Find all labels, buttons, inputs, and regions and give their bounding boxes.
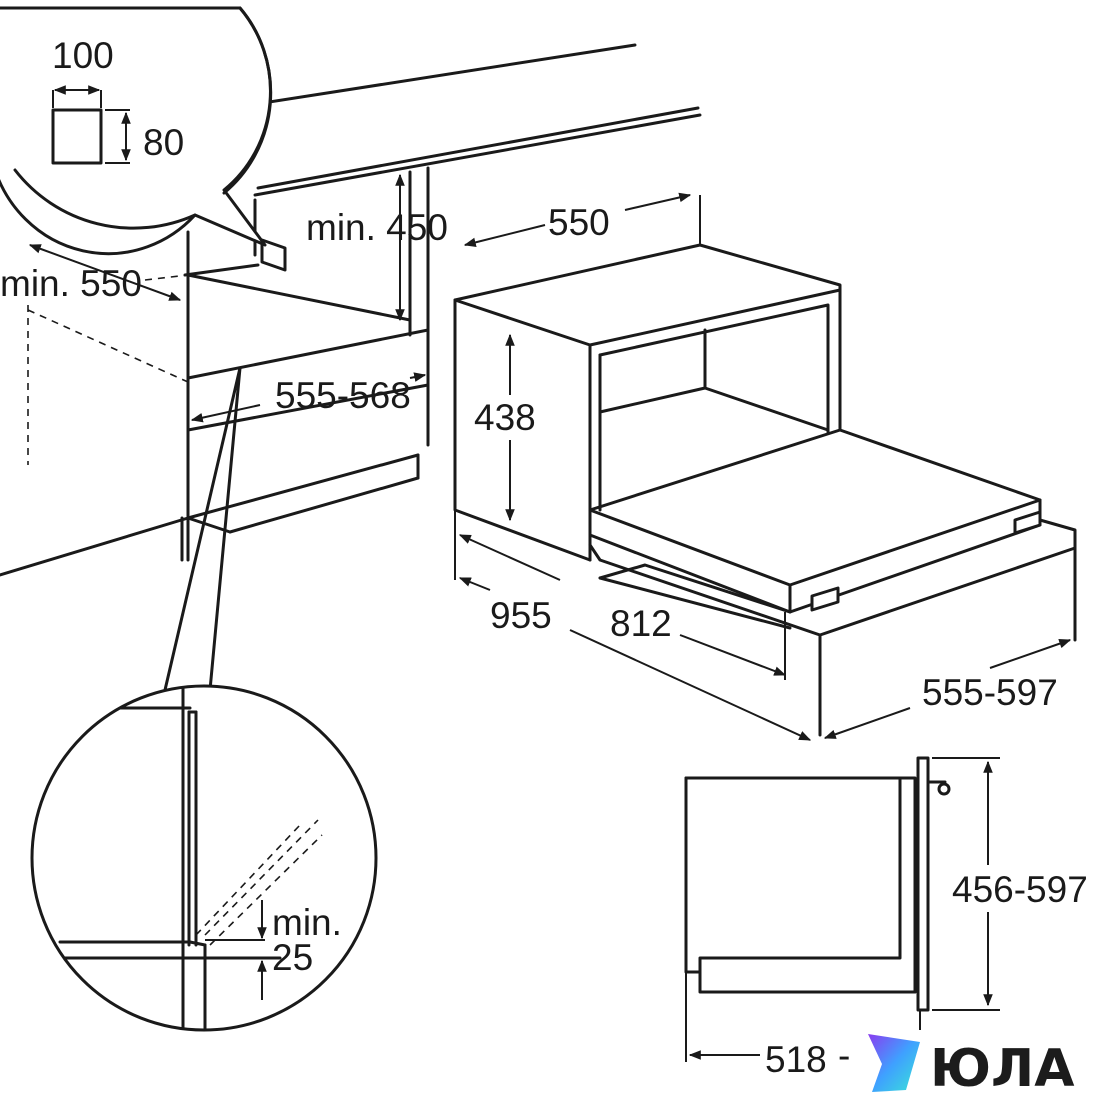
side-view-drawing xyxy=(684,756,1000,1062)
oven-drawing xyxy=(453,243,1077,737)
label-min-550: min. 550 xyxy=(0,263,142,304)
label-inset-width: 100 xyxy=(52,35,114,76)
label-min-450: min. 450 xyxy=(306,207,448,248)
yula-logo-icon xyxy=(868,1034,920,1092)
yula-watermark: ЮЛА xyxy=(868,1034,1074,1094)
watermark-text: ЮЛА xyxy=(930,1039,1074,1094)
label-cabinet-width: 555-568 xyxy=(275,375,411,416)
label-front-height: 456-597 xyxy=(952,869,1088,910)
label-min: min. xyxy=(272,902,342,943)
label-depth-open: 955 xyxy=(490,595,552,636)
label-gap: 25 xyxy=(272,937,313,978)
label-side-depth: 518 xyxy=(765,1039,827,1080)
label-dash: - xyxy=(838,1035,850,1076)
bottom-detail-inset xyxy=(30,684,378,1032)
label-inset-height: 80 xyxy=(143,122,184,163)
label-depth: 812 xyxy=(610,603,672,644)
top-detail-inset xyxy=(0,6,273,256)
label-oven-width: 550 xyxy=(548,202,610,243)
label-front-width: 555-597 xyxy=(922,672,1058,713)
label-oven-height: 438 xyxy=(474,397,536,438)
